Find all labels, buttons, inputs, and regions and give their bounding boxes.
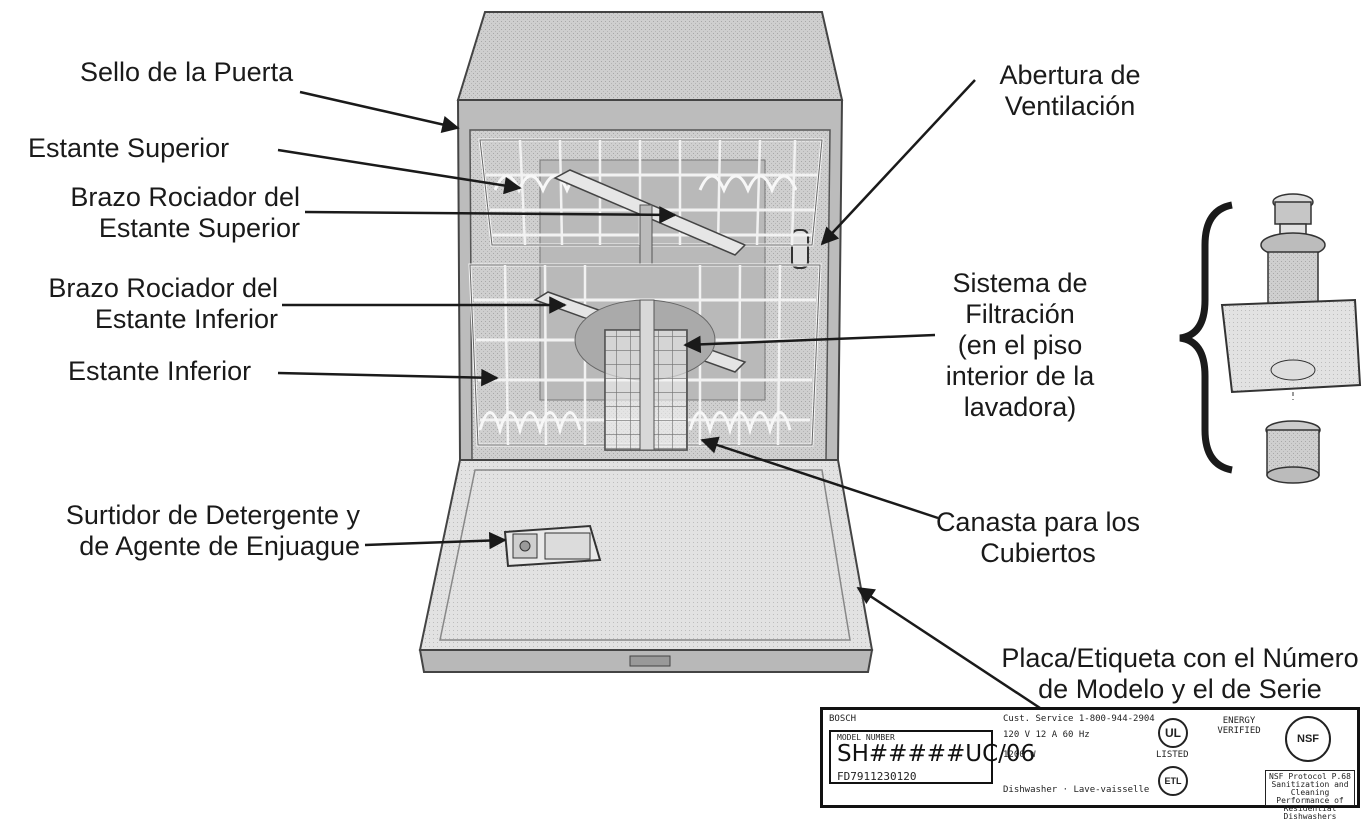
dishwasher-body [456,11,844,461]
plate-footer-line: Dishwasher · Lave-vaisselle [1003,785,1150,795]
label-lower-spray-arm: Brazo Rociador del Estante Inferior [48,273,278,334]
label-vent: Abertura de Ventilación [999,60,1141,121]
silverware-basket [604,299,688,451]
plate-rating-line: 120 V 12 A 60 Hz [1003,730,1090,740]
lower-rack-pointer [277,368,499,387]
plate-brand-mark: BOSCH [829,714,857,724]
upper-spray-arm-pointer [304,206,677,224]
nsf-logo-icon: NSF [1285,716,1331,762]
energy-verified-text: ENERGY VERIFIED [1217,716,1261,736]
model-number: SH#####UC/06 [837,741,1036,767]
nsf-protocol-text: NSF Protocol P.68 Sanitization and Clean… [1265,770,1355,821]
leader-lines [277,79,1041,710]
label-filtration: Sistema de Filtración (en el piso interi… [945,268,1095,422]
silverware-basket-pointer [700,436,939,520]
model-number-box: MODEL NUMBER SH#####UC/06 FD7911230120 [829,730,1035,784]
label-rating-plate: Placa/Etiqueta con el Número de Modelo y… [1001,643,1359,704]
door-seal-pointer [299,90,460,134]
detergent-dispenser [503,524,602,568]
customer-service-line: Cust. Service 1-800-944-2904 [1003,714,1155,724]
filter-exploded-view [1179,193,1362,484]
label-detergent-dispenser: Surtidor de Detergente y de Agente de En… [65,500,360,561]
vent-opening [791,229,809,269]
ul-listed-text: LISTED [1156,750,1189,760]
curly-brace-icon [1179,201,1233,474]
rating-plate: BOSCH MODEL NUMBER SH#####UC/06 FD791123… [820,707,1360,821]
serial-number: FD7911230120 [837,770,917,783]
upper-rack-pointer [277,148,522,195]
detergent-dispenser-pointer [364,531,507,550]
dishwasher-door [418,459,874,673]
rating-plate-pointer [856,586,1041,710]
plate-power-line: 1200 W [1003,750,1036,760]
label-lower-rack: Estante Inferior [68,356,252,386]
ul-logo-icon: UL [1158,718,1188,748]
label-upper-spray-arm: Brazo Rociador del Estante Superior [70,182,300,243]
etl-logo-icon: ETL [1158,766,1188,796]
label-door-seal: Sello de la Puerta [80,57,294,87]
lower-rack [468,263,822,451]
label-upper-rack: Estante Superior [28,133,230,163]
label-silverware-basket: Canasta para los Cubiertos [935,507,1141,568]
upper-rack [478,138,824,266]
model-number-caption: MODEL NUMBER [837,733,895,742]
vent-pointer [820,79,976,246]
filtration-pointer [683,333,936,354]
